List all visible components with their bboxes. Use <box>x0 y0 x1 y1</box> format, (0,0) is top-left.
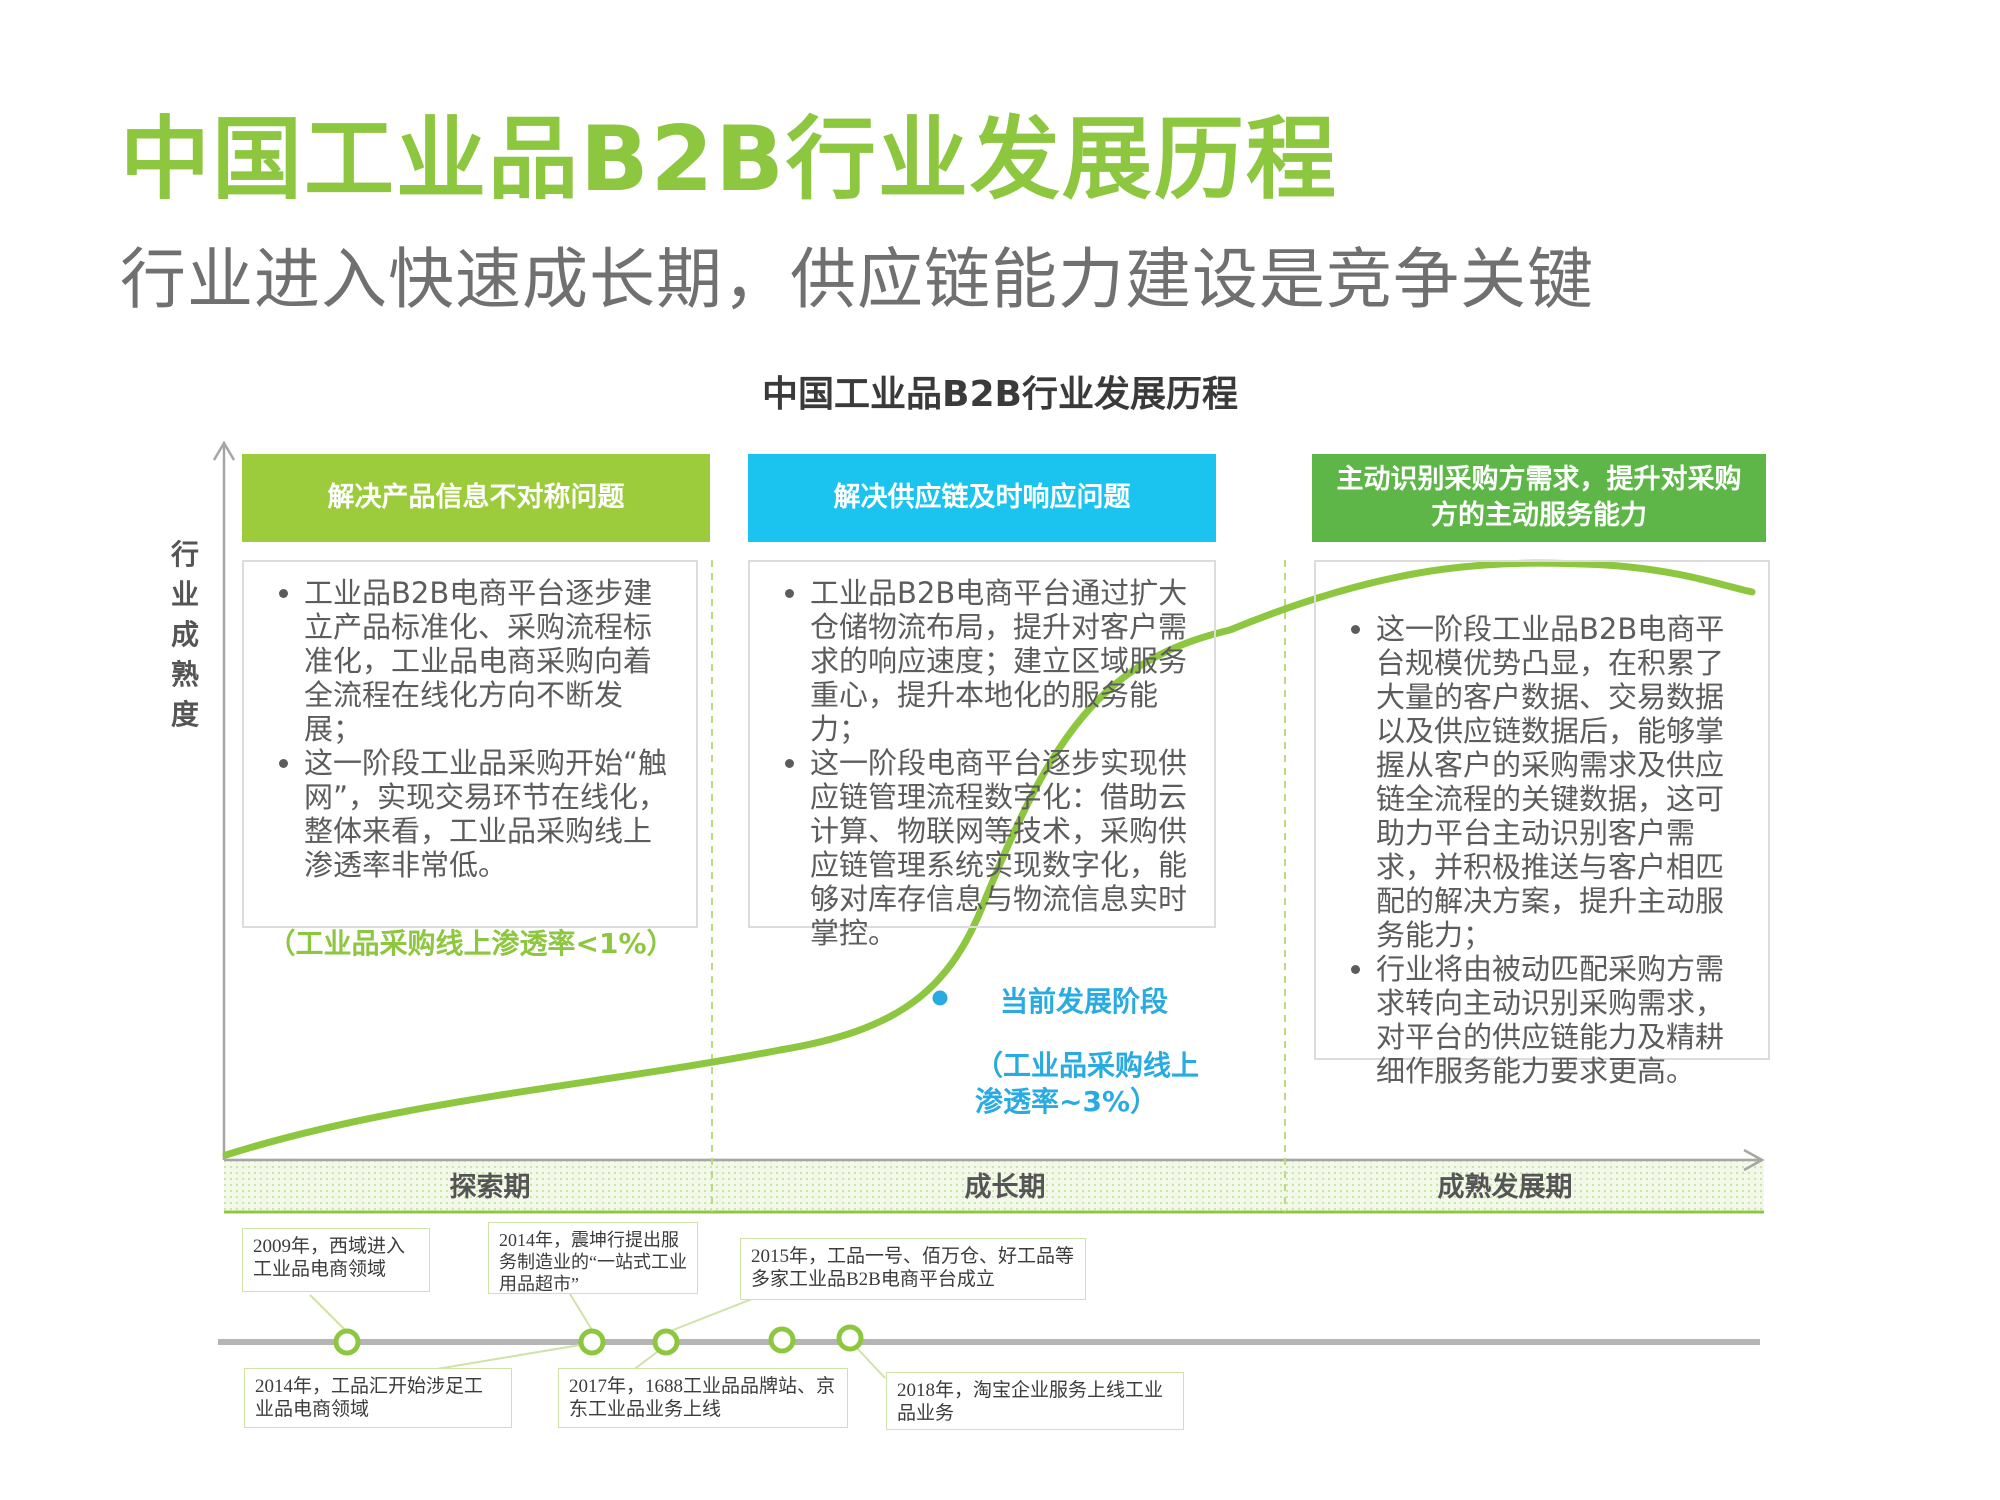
timeline-event-2014-gongpinhui: 2014年，工品汇开始涉足工业品电商领域 <box>244 1368 512 1428</box>
timeline-markers <box>333 1324 864 1356</box>
chart-title: 中国工业品B2B行业发展历程 <box>762 374 1238 415</box>
current-stage-marker <box>929 987 951 1009</box>
x-axis-arrow <box>1743 1148 1765 1172</box>
stage-1-header: 解决产品信息不对称问题 <box>242 454 710 542</box>
stage-1-name: 探索期 <box>449 1172 531 1203</box>
timeline-event-2009: 2009年，西域进入工业品电商领域 <box>242 1228 430 1292</box>
timeline-event-2018: 2018年，淘宝企业服务上线工业品业务 <box>886 1372 1184 1430</box>
timeline-marker-2014-gongpinhui <box>333 1328 361 1356</box>
connector-2018 <box>854 1345 886 1379</box>
stage-1-bullet-2: 这一阶段工业品采购开始“触网”，实现交易环节在线化，整体来看，工业品采购线上渗透… <box>304 746 680 882</box>
stage-1-description: 工业品B2B电商平台逐步建立产品标准化、采购流程标准化，工业品电商采购向着全流程… <box>242 560 698 960</box>
y-axis-arrow <box>212 440 236 461</box>
stage-1-note: （工业品采购线上渗透率<1%） <box>267 927 675 960</box>
timeline-event-2014-zhenkunhang: 2014年，震坤行提出服务制造业的“一站式工业用品超市” <box>488 1222 698 1294</box>
stage-3-header: 主动识别采购方需求，提升对采购方的主动服务能力 <box>1312 454 1766 542</box>
stage-1-bullet-1: 工业品B2B电商平台逐步建立产品标准化、采购流程标准化，工业品电商采购向着全流程… <box>304 576 680 746</box>
maturity-curve <box>222 559 1756 1159</box>
timeline-marker-2017 <box>768 1326 796 1354</box>
stage-2-name: 成长期 <box>964 1172 1046 1203</box>
stage-2-bullet-2: 这一阶段电商平台逐步实现供应链管理流程数字化：借助云计算、物联网等技术，采购供应… <box>810 746 1198 950</box>
stage-2-header: 解决供应链及时响应问题 <box>748 454 1216 542</box>
timeline-marker-2018 <box>836 1324 864 1352</box>
y-axis-label: 行业成熟度 <box>170 538 199 731</box>
timeline-event-2017: 2017年，1688工业品品牌站、京东工业品业务上线 <box>558 1368 848 1428</box>
connector-2014a <box>569 1293 593 1331</box>
stage-2-description: 工业品B2B电商平台通过扩大仓储物流布局，提升对客户需求的响应速度；建立区域服务… <box>748 560 1216 950</box>
page-title: 中国工业品B2B行业发展历程 <box>120 107 1338 212</box>
connector-2009 <box>309 1294 346 1331</box>
timeline-marker-2014-zhenkunhang <box>578 1328 606 1356</box>
stage-3-bullet-2: 行业将由被动匹配采购方需求转向主动识别采购需求，对平台的供应链能力及精耕细作服务… <box>1376 952 1752 1088</box>
current-stage-label: 当前发展阶段 <box>1000 985 1169 1018</box>
timeline-marker-2015 <box>652 1328 680 1356</box>
page-subtitle: 行业进入快速成长期，供应链能力建设是竞争关键 <box>120 241 1594 318</box>
stage-3-bullet-1: 这一阶段工业品B2B电商平台规模优势凸显，在积累了大量的客户数据、交易数据以及供… <box>1376 612 1752 952</box>
current-stage-rate: （工业品采购线上渗透率~3%） <box>975 1049 1200 1118</box>
stage-3-name: 成熟发展期 <box>1437 1172 1573 1203</box>
stage-3-description: 这一阶段工业品B2B电商平台规模优势凸显，在积累了大量的客户数据、交易数据以及供… <box>1314 560 1770 1088</box>
timeline-event-2015: 2015年，工品一号、佰万仓、好工品等多家工业品B2B电商平台成立 <box>740 1238 1086 1300</box>
stage-band <box>224 1158 1764 1210</box>
stage-2-bullet-1: 工业品B2B电商平台通过扩大仓储物流布局，提升对客户需求的响应速度；建立区域服务… <box>810 576 1198 746</box>
